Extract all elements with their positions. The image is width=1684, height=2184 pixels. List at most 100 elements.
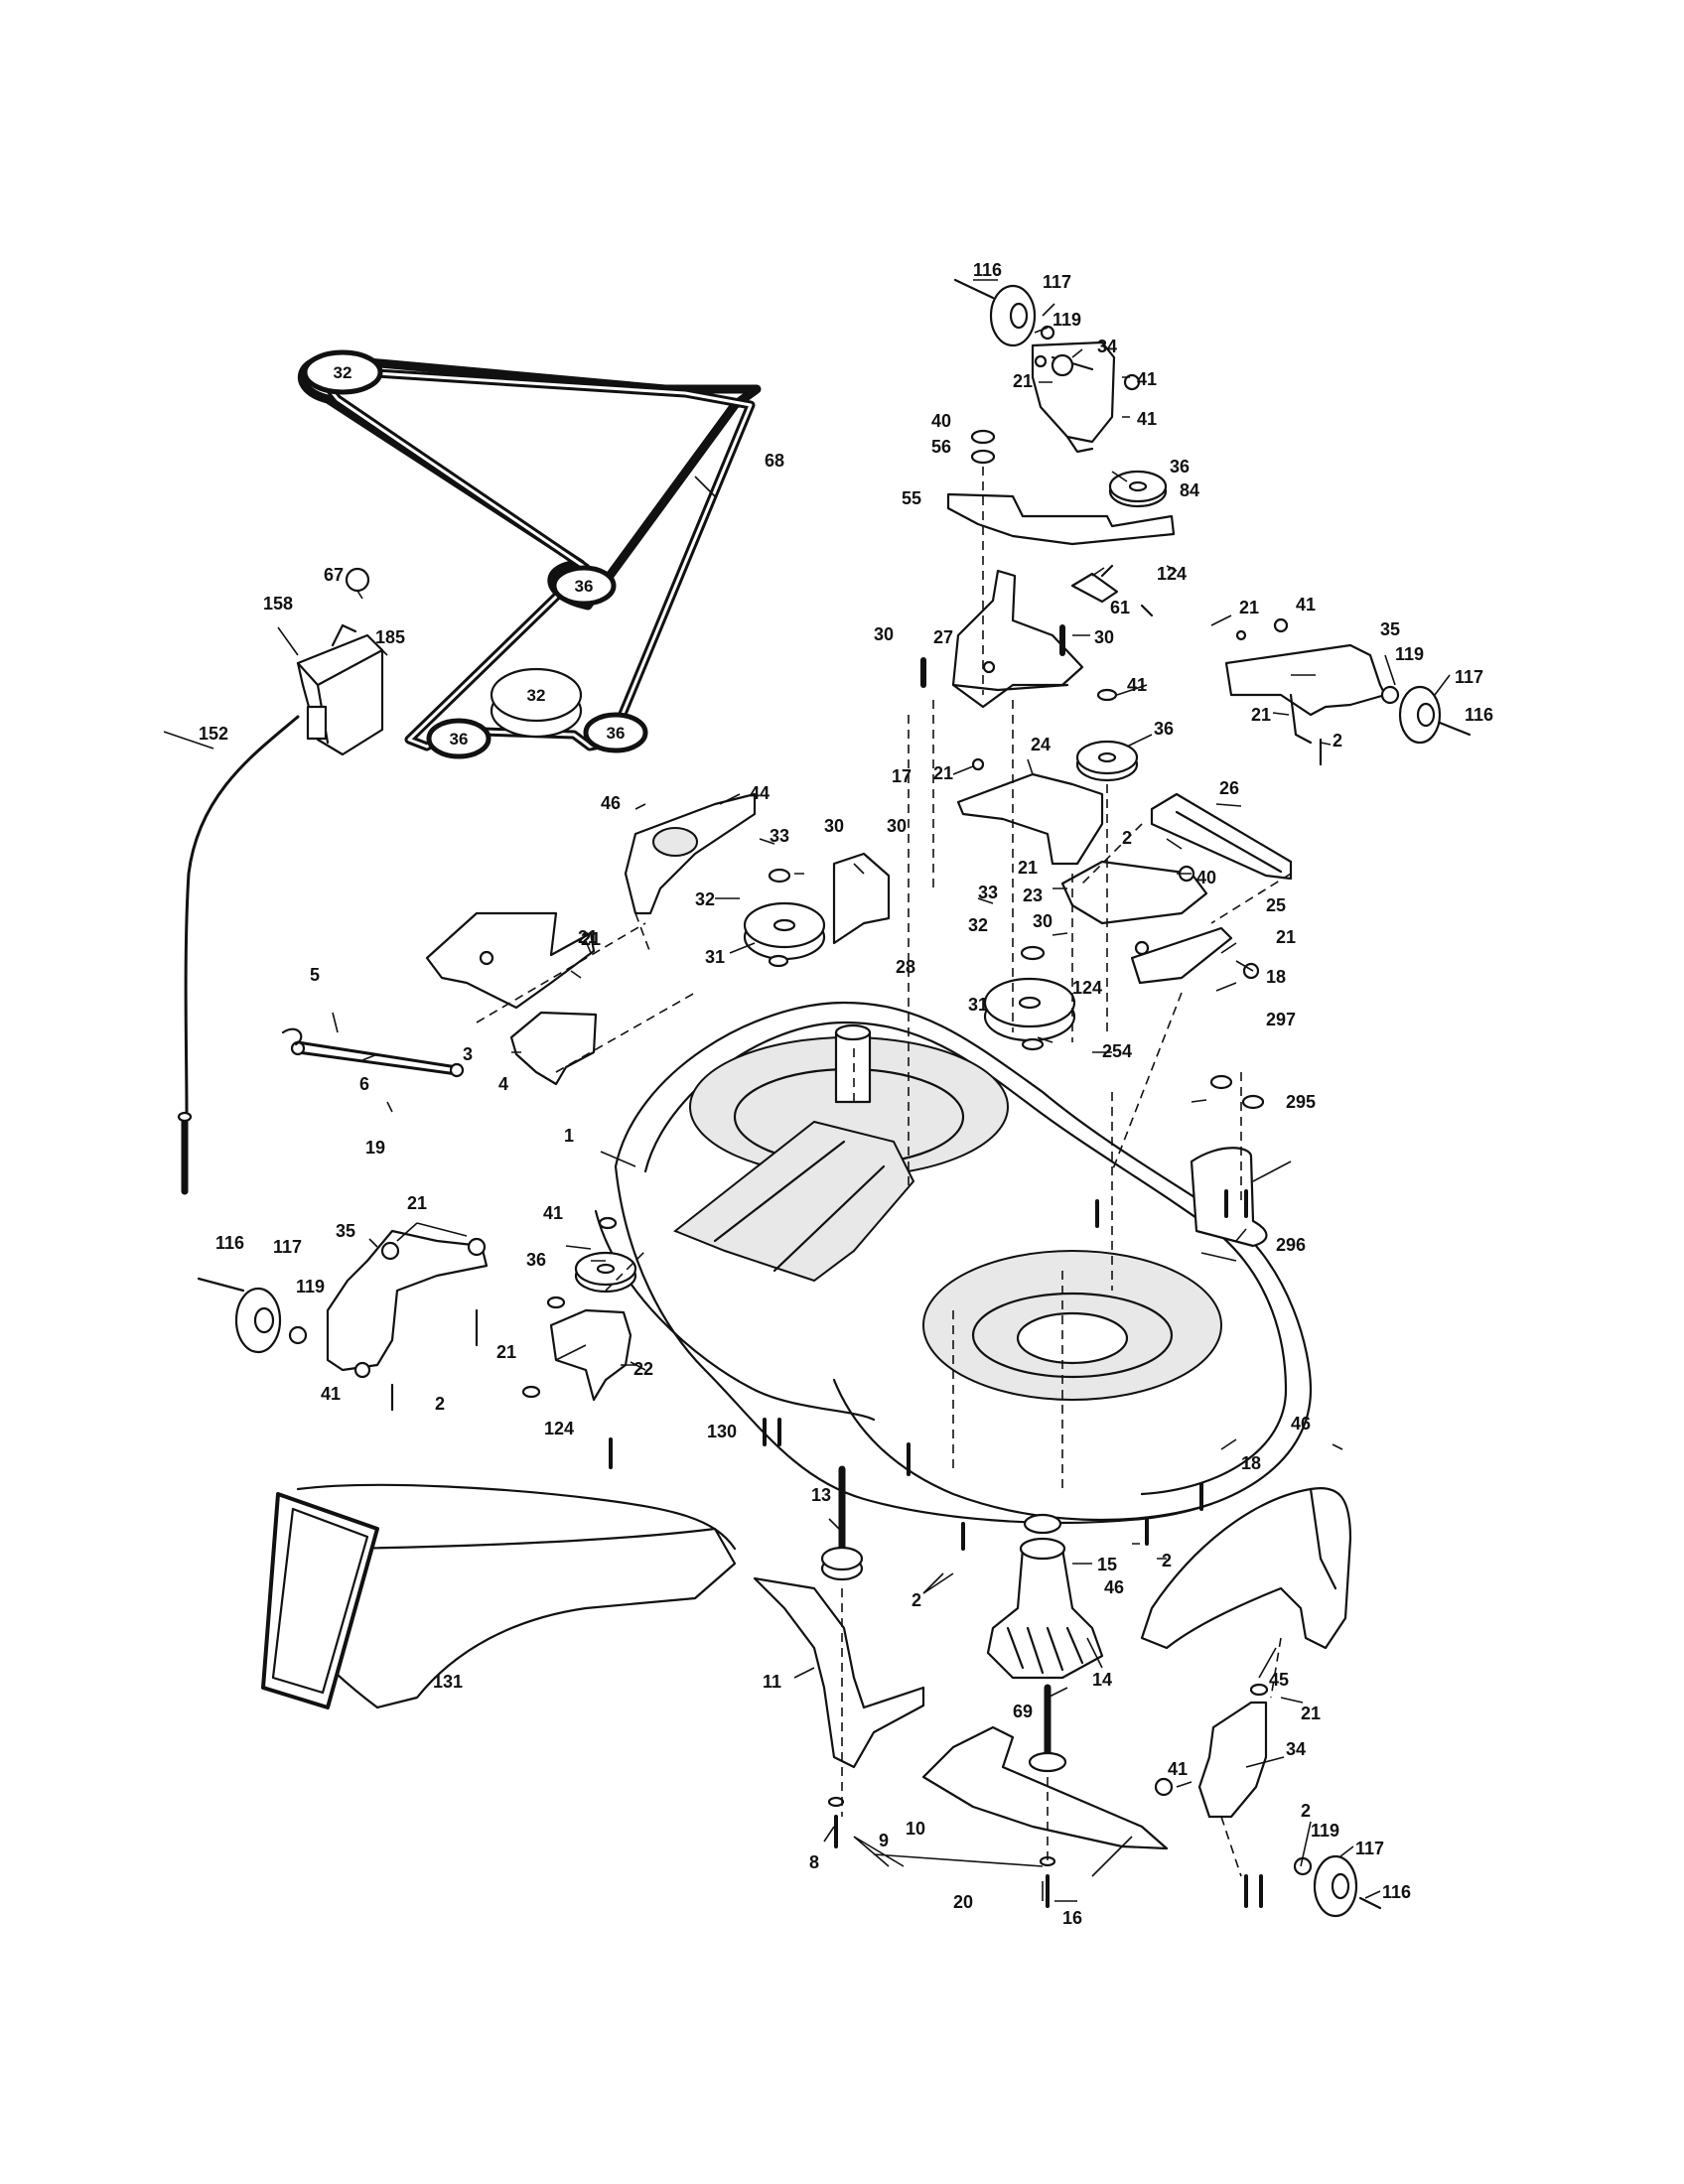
svg-text:36: 36 [450,730,469,749]
callout-label: 2 [435,1394,445,1414]
callout-label: 41 [1137,409,1157,429]
belt-pulley-36-left: 36 [426,718,491,759]
callout-label: 119 [1052,310,1081,330]
callout-label: 1 [564,1126,574,1146]
callout-label: 4 [498,1074,508,1094]
idler-arm-top [946,429,1176,617]
callout-label: 21 [1013,371,1033,391]
callout-label: 67 [324,565,344,585]
svg-text:32: 32 [527,686,546,705]
callout-label: 13 [811,1485,831,1505]
callout-label: 185 [375,627,405,647]
bracket-28 [832,852,891,945]
bracket-25 [1130,926,1260,985]
blade-16 [921,1725,1169,1850]
callout-label: 40 [1196,868,1216,887]
callout-label: 36 [526,1250,546,1270]
callout-label: 21 [1276,927,1296,947]
blade-11 [753,1576,925,1769]
callout-label: 27 [933,627,953,647]
callout-label: 2 [1333,731,1342,751]
svg-text:36: 36 [575,577,594,596]
gauge-wheel-lower-right [1293,1854,1382,1918]
discharge-chute [261,1483,737,1709]
callout-label: 5 [310,965,320,985]
belt-guard-44 [624,792,757,915]
pulley-32-left-mid [743,868,826,968]
callout-labels: 116 117 119 34 21 41 40 56 41 36 84 55 1… [199,260,1493,1928]
callout-label: 124 [1157,564,1187,584]
bracket-22 [521,1296,632,1402]
callout-label: 84 [1180,480,1199,500]
spindle-13 [820,1465,864,1581]
callout-label: 117 [1043,272,1071,292]
callout-label: 41 [1296,595,1316,614]
callout-label: 124 [1072,978,1102,998]
callout-label: 158 [263,594,293,614]
belt-pulley-36-right: 36 [551,565,617,607]
callout-label: 68 [765,451,784,471]
callout-label: 21 [407,1193,427,1213]
callout-label: 116 [1382,1882,1411,1902]
callout-label: 15 [1097,1555,1117,1574]
callout-label: 14 [1092,1670,1112,1690]
callout-label: 28 [896,957,915,977]
callout-label: 21 [578,927,598,947]
callout-label: 21 [933,763,953,783]
bracket-24 [956,757,1104,866]
callout-label: 18 [1266,967,1286,987]
callout-label: 33 [770,826,789,846]
callout-label: 11 [763,1672,781,1692]
callout-label: 30 [1033,911,1052,931]
bracket-26 [1150,792,1293,881]
belt-shield-45 [1140,1487,1352,1650]
bracket-23 [1060,860,1208,925]
callout-label: 30 [887,816,907,836]
callout-label: 21 [496,1342,516,1362]
svg-text:32: 32 [334,363,352,382]
callout-label: 40 [931,411,951,431]
callout-label: 297 [1266,1010,1296,1029]
leader-lines [163,279,1451,1902]
callout-label: 20 [953,1892,973,1912]
callout-label: 16 [1062,1908,1082,1928]
callout-label: 46 [1104,1577,1124,1597]
idler-bracket-27 [920,569,1084,709]
callout-label: 116 [215,1233,244,1253]
idler-pulley-36-mid [1075,688,1139,782]
callout-label: 41 [1137,369,1157,389]
spindle-housing-14 [986,1513,1104,1680]
callout-label: 2 [1301,1801,1311,1821]
callout-label: 41 [321,1384,341,1404]
callout-label: 55 [902,488,921,508]
callout-label: 19 [365,1138,385,1158]
callout-label: 254 [1102,1041,1132,1061]
callout-label: 46 [601,793,621,813]
callout-label: 2 [1162,1551,1172,1570]
callout-label: 30 [1094,627,1114,647]
callout-label: 24 [1031,735,1051,754]
callout-label: 22 [633,1359,653,1379]
callout-label: 119 [1311,1821,1339,1841]
spindle-69 [1028,1684,1067,1773]
callout-label: 35 [1380,619,1400,639]
baffle-295 [1190,1147,1268,1248]
callout-label: 69 [1013,1702,1033,1721]
callout-label: 116 [973,260,1002,280]
belt-pulley-36-lower-right: 36 [583,712,648,753]
gauge-wheel-upper-right [953,278,1141,454]
callout-label: 116 [1465,705,1493,725]
callout-label: 36 [1170,457,1190,477]
callout-label: 21 [1018,858,1038,878]
callout-label: 23 [1023,886,1043,905]
pulley-32-right-mid [983,945,1076,1051]
callout-label: 296 [1276,1235,1306,1255]
callout-label: 6 [359,1074,369,1094]
callout-label: 117 [1355,1839,1384,1858]
callout-label: 32 [695,889,715,909]
callout-label: 44 [750,783,770,803]
belt-pulley-32-center: 32 [490,667,583,739]
callout-label: 35 [336,1221,355,1241]
callout-label: 32 [968,915,988,935]
callout-label: 41 [1168,1759,1188,1779]
